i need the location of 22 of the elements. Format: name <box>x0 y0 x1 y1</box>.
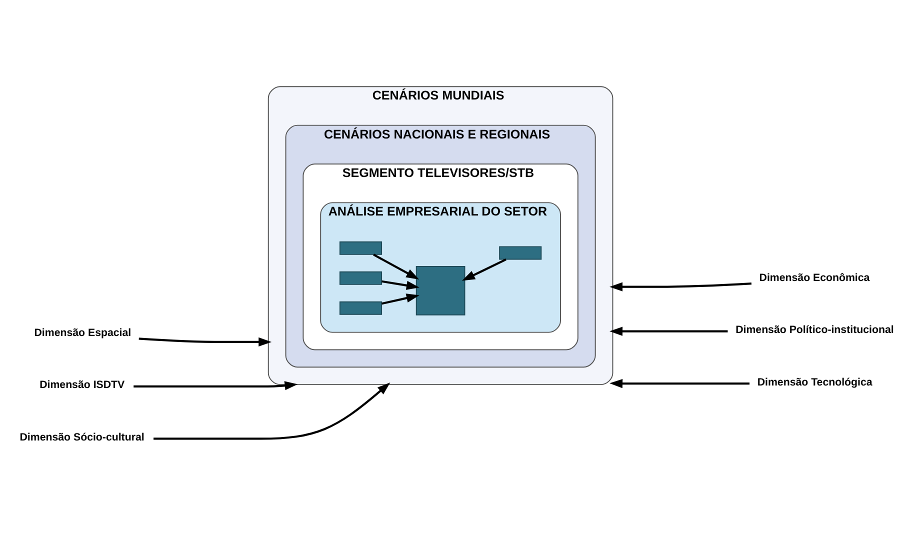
arrow <box>462 258 506 281</box>
arrow <box>382 280 420 290</box>
node-box <box>416 266 466 316</box>
node-box <box>339 271 382 285</box>
arrow <box>138 337 272 347</box>
node-text: Dimensão Sócio-cultural <box>20 431 144 444</box>
arrow <box>610 326 728 336</box>
arrow <box>373 254 420 280</box>
node-text: Dimensão Espacial <box>34 326 132 339</box>
cluster: ANÁLISE EMPRESARIAL DO SETOR <box>320 202 561 333</box>
arrow <box>382 294 420 305</box>
node-text: Dimensão ISDTV <box>40 379 125 392</box>
node-box <box>339 301 382 315</box>
arrow <box>154 382 390 440</box>
node-text: Dimensão Econômica <box>759 272 870 284</box>
arrow <box>610 379 750 388</box>
node-box <box>339 241 382 255</box>
arrow <box>134 381 298 390</box>
node-text: Dimensão Tecnológica <box>757 376 872 388</box>
node-text: Dimensão Político-institucional <box>736 324 894 336</box>
node-box <box>499 246 542 260</box>
arrow <box>610 282 752 292</box>
